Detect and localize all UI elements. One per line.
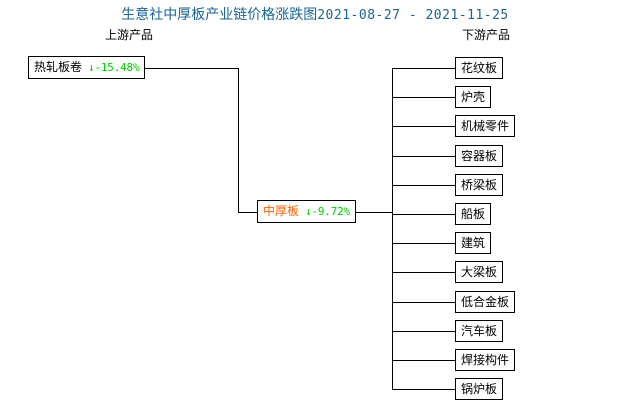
node-label: 容器板 (461, 149, 498, 163)
node-label: 焊接构件 (461, 353, 510, 367)
downstream-node-7[interactable]: 大梁板 (455, 261, 504, 283)
node-label: 船板 (461, 207, 486, 221)
node-label: 炉壳 (461, 90, 486, 104)
downstream-node-2[interactable]: 机械零件 (455, 115, 516, 137)
node-label: 桥梁板 (461, 178, 498, 192)
line-center-out-horizontal (355, 212, 392, 213)
downstream-node-5[interactable]: 船板 (455, 203, 492, 225)
node-label: 中厚板 (263, 204, 300, 218)
page-title: 生意社中厚板产业链价格涨跌图2021-08-27 - 2021-11-25 (0, 6, 630, 25)
node-label: 花纹板 (461, 61, 498, 75)
line-downstream-branch-7 (392, 272, 455, 273)
downstream-node-9[interactable]: 汽车板 (455, 320, 504, 342)
downstream-node-6[interactable]: 建筑 (455, 232, 492, 254)
line-downstream-branch-1 (392, 97, 455, 98)
line-upstream-vertical (238, 68, 239, 212)
node-change-percent: ↓-9.72% (305, 205, 350, 218)
line-downstream-branch-11 (392, 389, 455, 390)
node-label: 汽车板 (461, 324, 498, 338)
page-title-dates: 2021-08-27 - 2021-11-25 (317, 8, 509, 23)
line-downstream-branch-8 (392, 302, 455, 303)
line-downstream-branch-4 (392, 185, 455, 186)
node-label: 机械零件 (461, 119, 510, 133)
downstream-column-caption: 下游产品 (462, 28, 511, 42)
page-title-main: 生意社中厚板产业链价格涨跌图 (121, 7, 318, 23)
downstream-node-3[interactable]: 容器板 (455, 145, 504, 167)
line-downstream-branch-0 (392, 68, 455, 69)
downstream-node-10[interactable]: 焊接构件 (455, 349, 516, 371)
line-downstream-branch-3 (392, 156, 455, 157)
node-label: 锅炉板 (461, 382, 498, 396)
node-label: 建筑 (461, 236, 486, 250)
upstream-column-caption: 上游产品 (105, 28, 154, 42)
node-label: 低合金板 (461, 295, 510, 309)
line-downstream-branch-9 (392, 331, 455, 332)
line-upstream-horizontal (145, 68, 238, 69)
center-node[interactable]: 中厚板 ↓-9.72% (257, 200, 356, 223)
downstream-node-0[interactable]: 花纹板 (455, 57, 504, 79)
node-change-percent: ↓-15.48% (88, 61, 140, 74)
node-label: 热轧板卷 (34, 60, 83, 74)
line-downstream-branch-10 (392, 360, 455, 361)
downstream-node-11[interactable]: 锅炉板 (455, 378, 504, 400)
line-downstream-branch-5 (392, 214, 455, 215)
line-downstream-trunk (392, 68, 393, 389)
downstream-node-1[interactable]: 炉壳 (455, 86, 492, 108)
line-downstream-branch-6 (392, 243, 455, 244)
downstream-node-8[interactable]: 低合金板 (455, 291, 516, 313)
downstream-node-4[interactable]: 桥梁板 (455, 174, 504, 196)
line-center-in-horizontal (238, 212, 257, 213)
upstream-node-0[interactable]: 热轧板卷 ↓-15.48% (28, 56, 146, 79)
line-downstream-branch-2 (392, 126, 455, 127)
node-label: 大梁板 (461, 265, 498, 279)
